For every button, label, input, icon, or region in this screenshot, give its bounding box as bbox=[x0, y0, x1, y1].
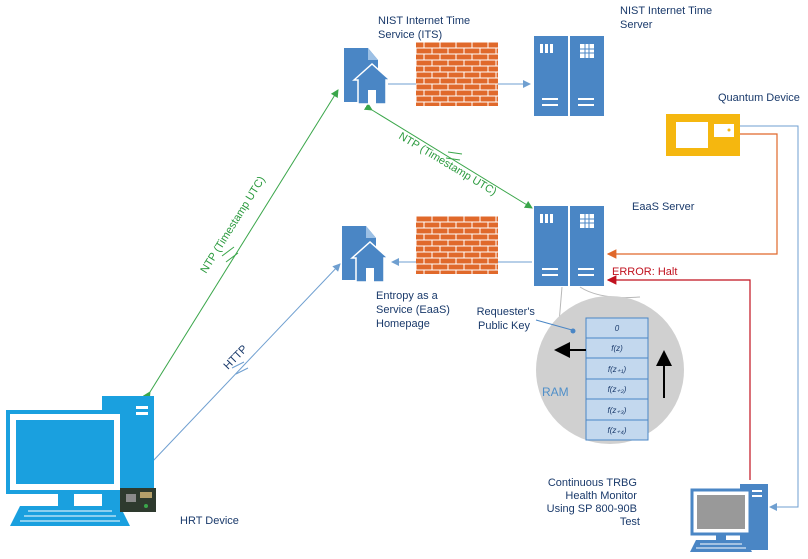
quantum-device-label: Quantum Device bbox=[718, 92, 800, 104]
ntp-break-right bbox=[445, 151, 463, 161]
ntp-label-right: NTP (Timestamp UTC) bbox=[396, 130, 498, 198]
requester-key-dot bbox=[570, 328, 576, 334]
nist-its-label: NIST Internet Time Service (ITS) bbox=[378, 15, 473, 41]
error-link bbox=[606, 275, 751, 480]
ntp-break-left bbox=[221, 246, 239, 263]
firewall-middle bbox=[416, 216, 498, 274]
http-label: HTTP bbox=[222, 343, 251, 372]
ram-cell-4: f(z₊₃) bbox=[608, 406, 627, 415]
nist-time-server-icon bbox=[534, 36, 604, 116]
health-monitor-computer-icon bbox=[690, 484, 768, 552]
requester-key-pointer bbox=[535, 319, 573, 331]
quantum-link bbox=[606, 133, 778, 259]
requester-key-label: Requester's Public Key bbox=[477, 306, 538, 332]
ram-table bbox=[585, 317, 649, 441]
error-halt-label: ERROR: Halt bbox=[612, 266, 677, 278]
ram-cell-1: f(z) bbox=[611, 344, 623, 353]
eaas-server-icon bbox=[534, 206, 604, 286]
eaas-homepage-label: Entropy as a Service (EaaS) Homepage bbox=[376, 290, 453, 330]
ntp-label-left: NTP (Timestamp UTC) bbox=[198, 174, 267, 275]
http-break bbox=[231, 361, 249, 375]
hrt-computer-icon bbox=[6, 396, 154, 526]
ram-cell-3: f(z₊₂) bbox=[608, 385, 627, 394]
quantum-monitor-link bbox=[740, 125, 799, 511]
eaas-homepage-building-icon bbox=[342, 226, 390, 283]
ram-cell-2: f(z₊₁) bbox=[608, 365, 627, 374]
ram-cell-5: f(z₊₄) bbox=[608, 426, 627, 435]
nist-its-building-icon bbox=[344, 48, 392, 105]
hrt-device-label: HRT Device bbox=[180, 515, 239, 527]
zoom-line-right bbox=[579, 286, 641, 298]
ram-label: RAM bbox=[542, 385, 569, 399]
nist-server-label: NIST Internet Time Server bbox=[620, 5, 715, 31]
firewall-top bbox=[416, 42, 498, 106]
health-monitor-label: Continuous TRBG Health Monitor Using SP … bbox=[547, 477, 640, 528]
quantum-device-icon bbox=[666, 114, 740, 156]
http-link bbox=[144, 263, 341, 470]
eaas-server-label: EaaS Server bbox=[632, 201, 695, 213]
ram-cell-0: 0 bbox=[615, 324, 620, 333]
hrt-board-icon bbox=[120, 488, 156, 512]
